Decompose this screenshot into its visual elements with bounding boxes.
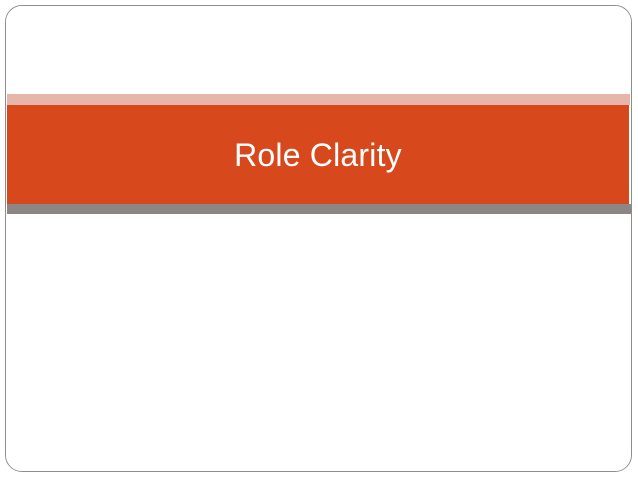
slide-content-area (6, 214, 631, 471)
title-band: Role Clarity (7, 105, 629, 204)
title-underbar (7, 204, 631, 214)
slide-title: Role Clarity (234, 136, 402, 173)
accent-strip (7, 94, 630, 105)
slide-top-empty-area (6, 6, 631, 94)
